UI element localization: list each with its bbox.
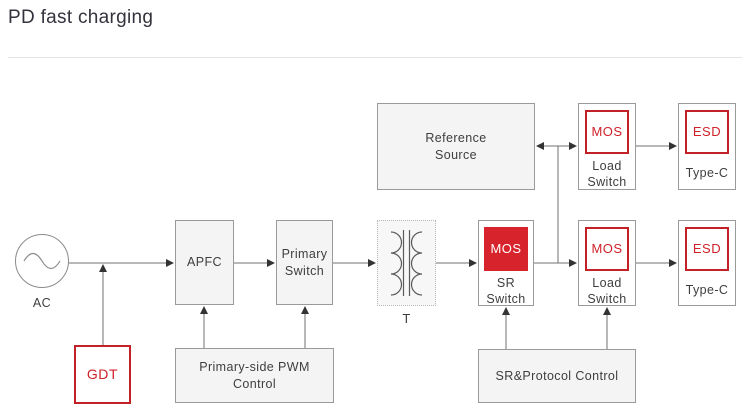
type-c-top-box: ESD Type-C bbox=[678, 103, 736, 190]
mos-chip: MOS bbox=[484, 227, 528, 271]
load-switch-label: Load Switch bbox=[587, 276, 627, 307]
sine-wave-icon bbox=[23, 252, 61, 270]
gdt-box: GDT bbox=[74, 345, 131, 404]
mos-chip-label: MOS bbox=[591, 240, 623, 256]
apfc-label: APFC bbox=[187, 255, 222, 270]
reference-source-box: Reference Source bbox=[377, 103, 535, 190]
sr-protocol-control-label: SR&Protocol Control bbox=[495, 368, 619, 383]
transformer-label: T bbox=[402, 311, 411, 326]
type-c-bottom-box: ESD Type-C bbox=[678, 220, 736, 306]
apfc-box: APFC bbox=[175, 220, 234, 305]
load-switch-top-box: MOS Load Switch bbox=[578, 103, 636, 190]
mos-chip: MOS bbox=[585, 227, 629, 271]
mos-chip-label: MOS bbox=[490, 240, 522, 256]
title-divider bbox=[8, 57, 742, 58]
load-switch-label: Load Switch bbox=[587, 159, 627, 190]
sr-protocol-control-box: SR&Protocol Control bbox=[478, 349, 636, 403]
pwm-control-box: Primary-side PWM Control bbox=[175, 348, 334, 403]
mos-chip: MOS bbox=[585, 110, 629, 154]
esd-chip: ESD bbox=[685, 110, 729, 154]
type-c-label: Type-C bbox=[685, 282, 729, 297]
load-switch-bottom-box: MOS Load Switch bbox=[578, 220, 636, 306]
ac-label: AC bbox=[32, 296, 52, 310]
sr-switch-label: SR Switch bbox=[486, 276, 526, 307]
type-c-label: Type-C bbox=[685, 166, 729, 181]
gdt-label: GDT bbox=[86, 366, 119, 383]
esd-chip-label: ESD bbox=[692, 123, 722, 139]
pwm-control-label: Primary-side PWM Control bbox=[199, 360, 310, 391]
esd-chip-label: ESD bbox=[692, 240, 722, 256]
transformer-box bbox=[377, 220, 436, 306]
ac-source bbox=[15, 234, 69, 288]
reference-source-label: Reference Source bbox=[425, 131, 487, 162]
page-title: PD fast charging bbox=[8, 7, 154, 28]
primary-switch-box: Primary Switch bbox=[276, 220, 333, 305]
esd-chip: ESD bbox=[685, 227, 729, 271]
primary-switch-label: Primary Switch bbox=[281, 247, 328, 278]
mos-chip-label: MOS bbox=[591, 123, 623, 139]
sr-switch-box: MOS SR Switch bbox=[478, 220, 534, 306]
transformer-winding-icon bbox=[390, 230, 423, 296]
